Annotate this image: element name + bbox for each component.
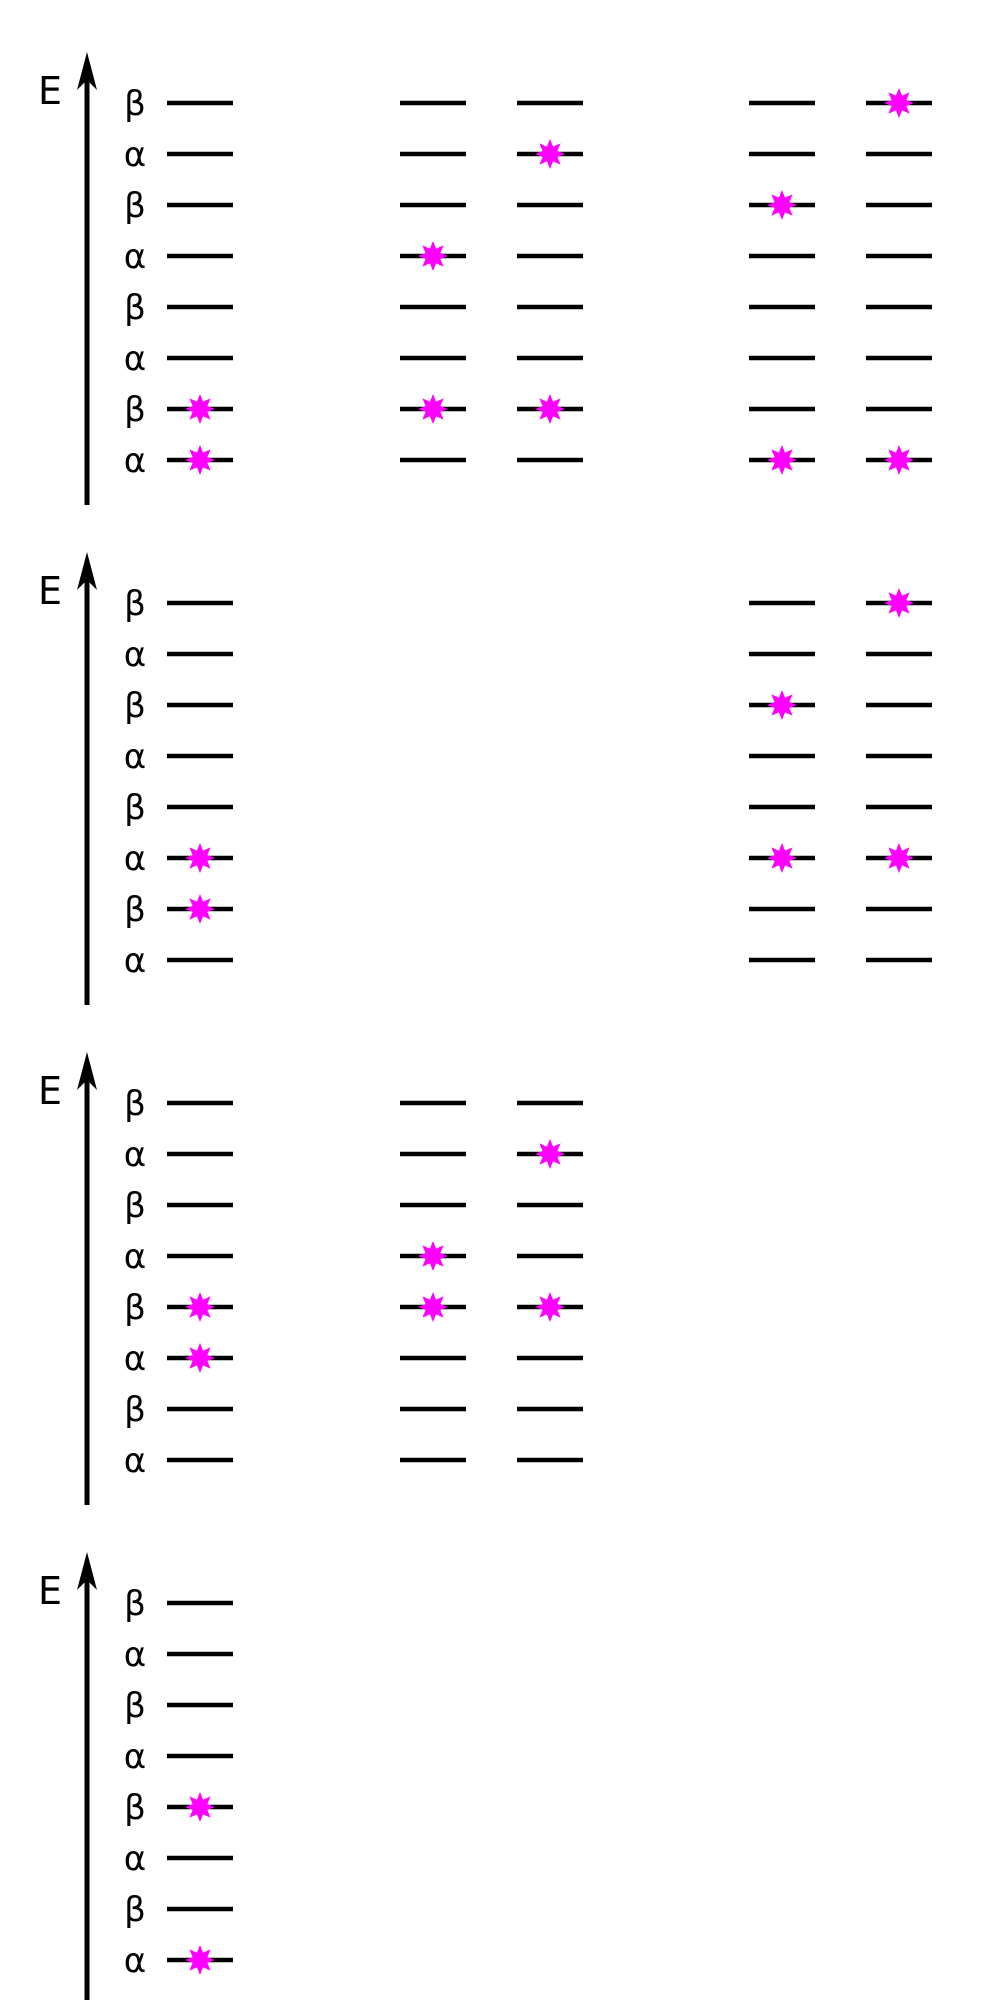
axis-label-e: E [38, 1069, 62, 1113]
excitation-star-icon [535, 1139, 565, 1169]
excitation-star-icon [535, 394, 565, 424]
level-label: α [124, 1941, 146, 1981]
axis-arrow-icon [77, 1052, 97, 1090]
configuration-column [167, 600, 233, 963]
level-label: α [124, 1839, 146, 1879]
excitation-star-icon [767, 690, 797, 720]
level-label: β [124, 788, 146, 828]
excitation-star-icon [767, 843, 797, 873]
level-label: β [124, 1890, 146, 1930]
configuration-column [167, 1600, 233, 1975]
excitation-star-icon [767, 445, 797, 475]
level-label: α [124, 635, 146, 675]
excitation-star-icon [185, 445, 215, 475]
configuration-column [749, 600, 815, 963]
excitation-star-icon [418, 1292, 448, 1322]
configuration-column [517, 1100, 583, 1463]
excitation-star-icon [884, 588, 914, 618]
level-label: β [124, 1390, 146, 1430]
level-label: α [124, 135, 146, 175]
excitation-star-icon [767, 190, 797, 220]
level-label: β [124, 890, 146, 930]
excitation-star-icon [185, 1343, 215, 1373]
level-label: β [124, 1084, 146, 1124]
axis-label-e: E [38, 569, 62, 613]
level-label: β [124, 1686, 146, 1726]
level-label: β [124, 584, 146, 624]
excitation-star-icon [185, 1792, 215, 1822]
configuration-column [866, 88, 932, 475]
level-label: β [124, 186, 146, 226]
level-label: β [124, 84, 146, 124]
excitation-star-icon [535, 1292, 565, 1322]
axis-arrow-icon [77, 552, 97, 590]
configuration-column [167, 100, 233, 475]
level-label: β [124, 1186, 146, 1226]
excitation-star-icon [884, 445, 914, 475]
excitation-star-icon [884, 88, 914, 118]
configuration-column [866, 588, 932, 963]
configuration-column [749, 100, 815, 475]
level-label: α [124, 941, 146, 981]
level-label: β [124, 1788, 146, 1828]
level-label: α [124, 1635, 146, 1675]
excitation-star-icon [185, 394, 215, 424]
level-label: β [124, 390, 146, 430]
configuration-column [400, 100, 466, 463]
excitation-star-icon [418, 1241, 448, 1271]
level-label: α [124, 237, 146, 277]
level-label: α [124, 1339, 146, 1379]
configuration-column [400, 1100, 466, 1463]
axis-arrow-icon [77, 52, 97, 90]
axis-arrow-icon [77, 1552, 97, 1590]
level-label: β [124, 1584, 146, 1624]
level-label: α [124, 1237, 146, 1277]
level-label: α [124, 441, 146, 481]
excitation-star-icon [185, 1292, 215, 1322]
excitation-star-icon [418, 241, 448, 271]
axis-label-e: E [38, 1569, 62, 1613]
level-label: β [124, 1288, 146, 1328]
level-label: α [124, 1135, 146, 1175]
axis-label-e: E [38, 69, 62, 113]
level-label: α [124, 737, 146, 777]
configuration-column [517, 100, 583, 463]
level-label: α [124, 339, 146, 379]
excitation-star-icon [884, 843, 914, 873]
excitation-star-icon [418, 394, 448, 424]
excitation-star-icon [185, 1945, 215, 1975]
level-label: β [124, 288, 146, 328]
level-label: α [124, 1441, 146, 1481]
excitation-star-icon [185, 894, 215, 924]
configuration-column [167, 1100, 233, 1463]
level-label: β [124, 686, 146, 726]
excitation-star-icon [535, 139, 565, 169]
excitation-star-icon [185, 843, 215, 873]
level-label: α [124, 1737, 146, 1777]
level-label: α [124, 839, 146, 879]
